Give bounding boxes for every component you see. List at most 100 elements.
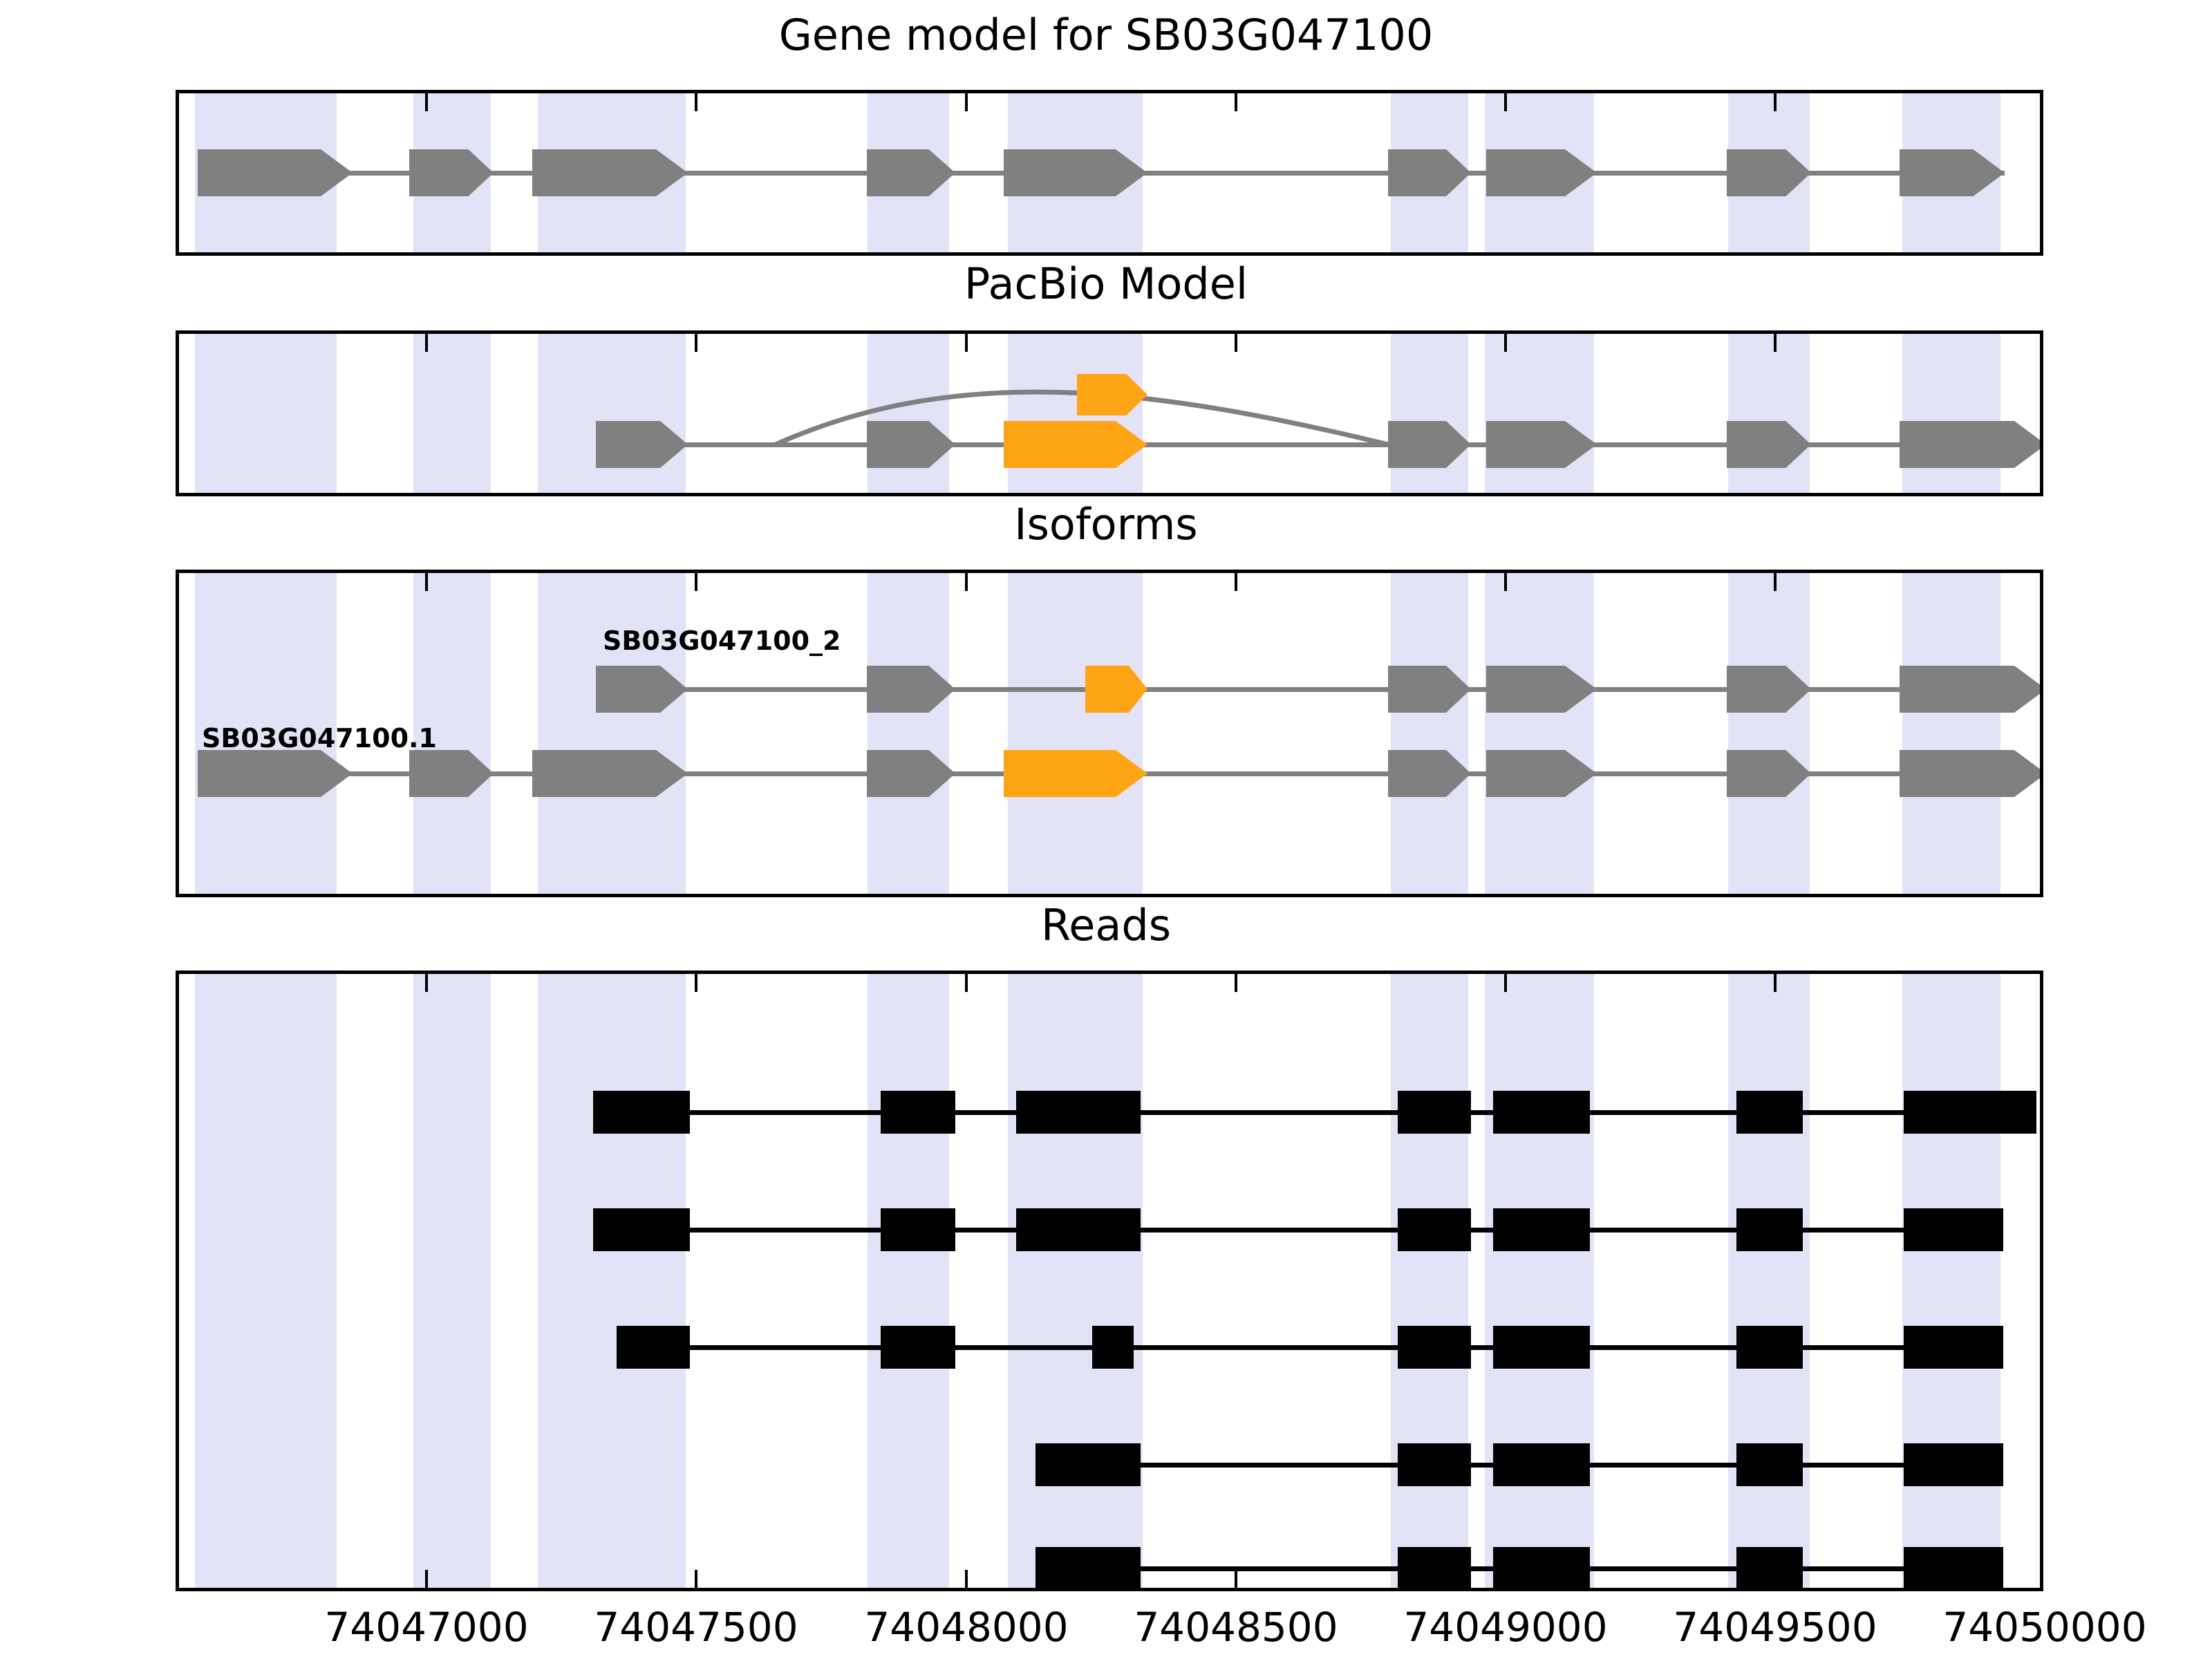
highlight-band (195, 334, 337, 493)
read-exon-block (617, 1326, 690, 1369)
exon (1900, 750, 2040, 797)
read-exon-block (1736, 1091, 1803, 1134)
isoform-label: SB03G047100_2 (603, 626, 841, 656)
x-tick-label: 74049000 (1403, 1604, 1608, 1651)
read-exon-block (1904, 1326, 2003, 1369)
exon (532, 149, 688, 196)
panel-title-reads: Reads (1040, 900, 1172, 950)
read-exon-block (1493, 1443, 1590, 1486)
highlight-band (538, 334, 686, 493)
exon-highlighted (1004, 750, 1147, 797)
read-exon-block (1904, 1443, 2003, 1486)
read-exon-block (1035, 1443, 1141, 1486)
read-connector (617, 1345, 2003, 1350)
intron-line (596, 687, 2040, 692)
axis-tick (1504, 974, 1507, 992)
exon-highlighted (1004, 421, 1147, 468)
axis-tick (1774, 93, 1777, 111)
axis-tick (965, 1570, 968, 1588)
exon (1900, 666, 2040, 713)
axis-tick (425, 334, 428, 352)
exon (1004, 149, 1147, 196)
axis-tick (1504, 573, 1507, 591)
highlight-band (413, 334, 491, 493)
read-exon-block (1736, 1208, 1803, 1251)
read-exon-block (1016, 1091, 1141, 1134)
read-exon-block (1736, 1547, 1803, 1588)
read-exon-block (1736, 1443, 1803, 1486)
exon (1900, 421, 2040, 468)
highlight-band (1902, 334, 2000, 493)
panel-pacbio-model (176, 330, 2043, 496)
highlight-band (538, 573, 686, 894)
axis-tick (695, 93, 697, 111)
read-exon-block (881, 1326, 955, 1369)
read-exon-block (1493, 1326, 1590, 1369)
highlight-band (1008, 573, 1143, 894)
read-connector (593, 1228, 2003, 1232)
axis-tick (965, 573, 968, 591)
exon (532, 750, 688, 797)
highlight-band (1728, 573, 1810, 894)
axis-tick (1774, 974, 1777, 992)
read-exon-block (1904, 1091, 2036, 1134)
panel-gene-model (176, 90, 2043, 256)
axis-tick (695, 573, 697, 591)
axis-tick (695, 974, 697, 992)
axis-tick (425, 573, 428, 591)
exon (198, 750, 353, 797)
panel-title-isoforms: Isoforms (1014, 499, 1198, 550)
read-exon-block (1493, 1547, 1590, 1588)
read-exon-block (1398, 1443, 1471, 1486)
highlight-band (1728, 974, 1810, 1588)
highlight-band (1008, 974, 1143, 1588)
x-tick-label: 74047000 (324, 1604, 529, 1651)
intron-line (596, 442, 2040, 447)
x-tick-label: 74050000 (1942, 1604, 2147, 1651)
isoform-label: SB03G047100.1 (202, 723, 437, 753)
x-tick-label: 74049500 (1673, 1604, 1877, 1651)
axis-tick (1774, 334, 1777, 352)
panel-reads (176, 971, 2043, 1591)
highlight-band (868, 334, 949, 493)
panel-title-pacbio-model: PacBio Model (964, 259, 1248, 309)
axis-tick (425, 974, 428, 992)
axis-tick (695, 1570, 697, 1588)
read-exon-block (1092, 1326, 1134, 1369)
read-exon-block (1904, 1547, 2003, 1588)
read-exon-block (1904, 1208, 2003, 1251)
axis-tick (1504, 334, 1507, 352)
axis-tick (965, 334, 968, 352)
x-tick-label: 74048500 (1134, 1604, 1338, 1651)
highlight-band (195, 974, 337, 1588)
axis-tick (1504, 93, 1507, 111)
read-exon-block (1398, 1091, 1471, 1134)
axis-tick (425, 93, 428, 111)
read-exon-block (1493, 1208, 1590, 1251)
x-tick-label: 74048000 (864, 1604, 1069, 1651)
read-connector (593, 1110, 2036, 1115)
panel-title-gene-model: Gene model for SB03G047100 (778, 10, 1434, 60)
read-exon-block (881, 1208, 955, 1251)
axis-tick (1235, 573, 1237, 591)
read-exon-block (1736, 1326, 1803, 1369)
highlight-band (1485, 974, 1594, 1588)
axis-tick (965, 93, 968, 111)
axis-tick (1235, 1570, 1237, 1588)
read-exon-block (593, 1208, 690, 1251)
highlight-band (195, 573, 337, 894)
read-exon-block (1016, 1208, 1141, 1251)
read-exon-block (593, 1091, 690, 1134)
highlight-band (413, 573, 491, 894)
axis-tick (1235, 334, 1237, 352)
highlight-band (868, 573, 949, 894)
axis-tick (1774, 573, 1777, 591)
read-exon-block (881, 1091, 955, 1134)
read-exon-block (1035, 1547, 1141, 1588)
highlight-band (1728, 334, 1810, 493)
highlight-band (1485, 334, 1594, 493)
axis-tick (695, 334, 697, 352)
axis-tick (965, 974, 968, 992)
highlight-band (1391, 334, 1468, 493)
